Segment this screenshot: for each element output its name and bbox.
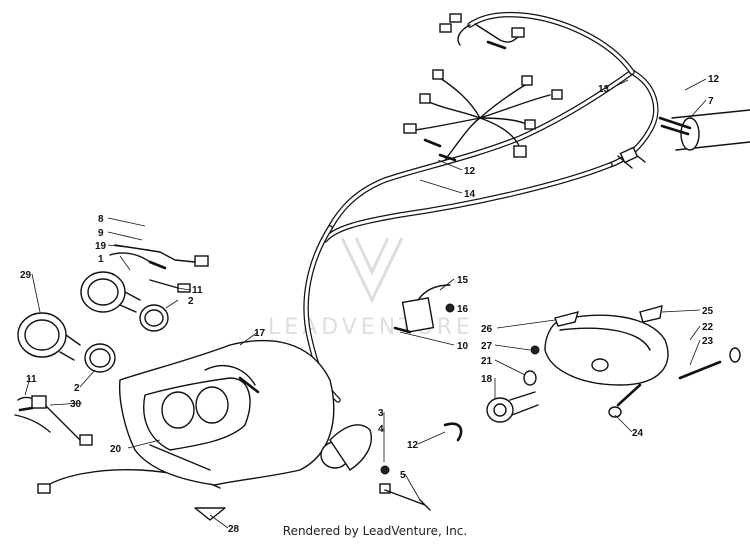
callout-labels: 13 12 7 12 14 8 9 19 1 11 2 29 15 16 10 … [20,74,720,535]
item-5-lead [384,489,431,511]
callout-13: 13 [598,84,610,95]
callout-12-low: 12 [407,440,419,451]
callout-30: 30 [70,399,82,410]
bulb-socket-18 [486,345,540,423]
connector-cluster [403,69,563,162]
callout-1: 1 [98,254,104,265]
callout-27: 27 [481,341,493,352]
callout-18: 18 [481,374,493,385]
gauge-bezel-ring-2 [84,343,116,373]
watermark-logo: LEADVENTURE [268,237,474,340]
callout-21: 21 [481,356,493,367]
callout-24: 24 [632,428,644,439]
callout-8: 8 [98,214,104,225]
headlight-housing-3 [320,424,391,494]
callout-19: 19 [95,241,107,252]
gauge-bezel-ring-1 [139,304,169,332]
upper-harness-branch [439,11,635,75]
callout-20: 20 [110,444,122,455]
screw-22-23 [678,347,741,380]
clip-12 [443,422,463,442]
callout-2-lower: 2 [74,383,80,394]
callout-23: 23 [702,336,714,347]
callout-28: 28 [228,524,240,535]
callout-14: 14 [464,189,476,200]
callout-11-left: 11 [26,374,37,385]
callout-11-top: 11 [192,285,203,296]
callout-16: 16 [457,304,469,315]
screw-24 [608,383,642,418]
callout-17: 17 [254,328,266,339]
watermark-text: LEADVENTURE [268,315,474,340]
callout-29: 29 [20,270,32,281]
callout-22: 22 [702,322,714,333]
callout-7: 7 [708,96,714,107]
callout-3: 3 [378,408,384,419]
callout-10: 10 [457,341,469,352]
voltage-regulator-15 [393,284,455,334]
callout-25: 25 [702,306,714,317]
callout-5: 5 [400,470,406,481]
callout-2-top: 2 [188,296,194,307]
dash-console [118,339,335,486]
callout-15: 15 [457,275,469,286]
main-wiring-harness [303,69,659,403]
gauge-29 [17,312,81,361]
tail-light-assembly-25 [544,305,669,386]
render-credit: Rendered by LeadVenture, Inc. [282,524,468,538]
handlebar-wire-tube [658,109,750,151]
callout-9: 9 [98,228,104,239]
callout-4: 4 [378,424,384,435]
callout-12-mid: 12 [464,166,476,177]
leader-lines [24,78,707,529]
callout-12-top: 12 [708,74,720,85]
gauge-harness-30 [14,395,93,446]
callout-26: 26 [481,324,493,335]
